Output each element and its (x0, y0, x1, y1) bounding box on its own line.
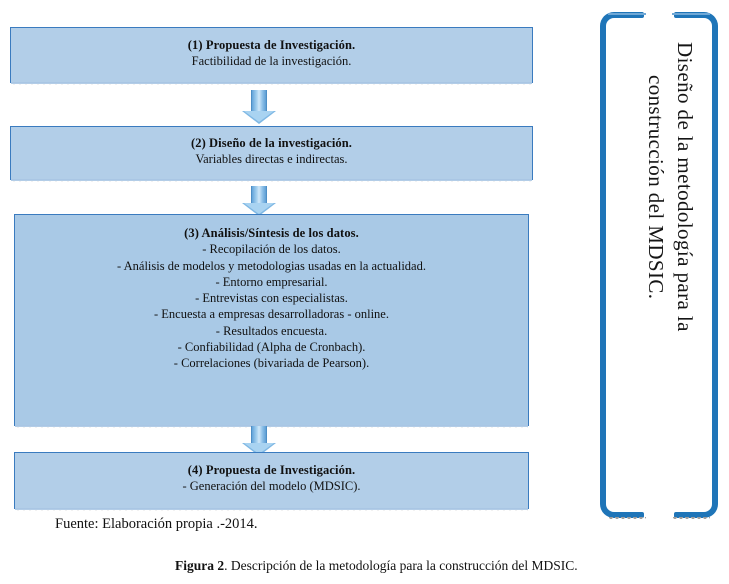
bracket-top-left-scallop (608, 13, 646, 18)
box-scallop-edge (15, 508, 528, 514)
process-title-step-3: (3) Análisis/Síntesis de los datos. (184, 226, 359, 240)
process-line-step-3-2: - Entorno empresarial. (215, 274, 328, 289)
bracket-bottom-right-stub (674, 512, 700, 518)
connector-arrow-2-3 (242, 186, 276, 216)
bracket-corner-bottom-left (600, 498, 620, 518)
side-bracket-shape (600, 12, 718, 522)
bracket-top-right-scallop (672, 13, 710, 18)
process-title-step-2: (2) Diseño de la investigación. (190, 136, 353, 150)
process-title-step-1: (1) Propuesta de Investigación. (187, 38, 356, 52)
connector-arrow-1-2 (242, 90, 276, 124)
figure-caption: Figura 2. Descripción de la metodología … (175, 558, 578, 574)
process-box-step-4[interactable]: (4) Propuesta de Investigación. - Genera… (14, 452, 529, 514)
arrow-head-inner (244, 111, 274, 122)
process-line-step-3-7: - Correlaciones (bivariada de Pearson). (173, 356, 370, 370)
process-line-step-1-0: Factibilidad de la investigación. (191, 54, 352, 69)
bracket-bottom-left-scallop (608, 517, 646, 522)
process-line-step-3-1: - Análisis de modelos y metodologias usa… (117, 258, 426, 273)
bracket-right-bar (712, 26, 718, 504)
box-scallop-edge (11, 82, 532, 88)
arrow-shaft (251, 426, 267, 444)
box-scallop-edge (15, 425, 528, 431)
process-line-step-4-0: - Generación del modelo (MDSIC). (182, 479, 361, 494)
process-line-step-3-0: - Recopilación de los datos. (202, 242, 341, 257)
arrow-head-inner (244, 203, 274, 214)
process-line-step-3-6: - Confiabilidad (Alpha de Cronbach). (177, 339, 366, 354)
box-scallop-edge (11, 179, 532, 185)
bracket-bottom-left-stub (618, 512, 644, 518)
bracket-left-bar (600, 26, 606, 504)
process-box-step-2[interactable]: (2) Diseño de la investigación. Variable… (10, 126, 533, 185)
process-line-step-3-3: - Entrevistas con especialistas. (195, 291, 348, 305)
process-title-step-4: (4) Propuesta de Investigación. (187, 463, 356, 477)
process-box-step-1[interactable]: (1) Propuesta de Investigación. Factibil… (10, 27, 533, 88)
bracket-bottom-right-scallop (672, 517, 710, 522)
process-line-step-3-5: - Resultados encuesta. (215, 323, 328, 338)
arrow-shaft (251, 90, 267, 112)
bracket-corner-bottom-right (698, 498, 718, 518)
process-line-step-3-4: - Encuesta a empresas desarrolladoras - … (154, 307, 389, 322)
figure-caption-bold: Figura 2 (175, 558, 225, 573)
source-note: Fuente: Elaboración propia .-2014. (55, 516, 258, 532)
side-panel-label-line-1: Diseño de la metodología para la (673, 42, 697, 332)
arrow-shaft (251, 186, 267, 204)
side-panel-label-line-2: construcción del MDSIC. (644, 75, 668, 300)
process-line-step-2-0: Variables directas e indirectas. (195, 152, 348, 167)
process-box-step-3[interactable]: (3) Análisis/Síntesis de los datos. - Re… (14, 214, 529, 431)
arrow-head-inner (244, 443, 274, 454)
figure-caption-rest: . Descripción de la metodología para la … (224, 558, 578, 573)
